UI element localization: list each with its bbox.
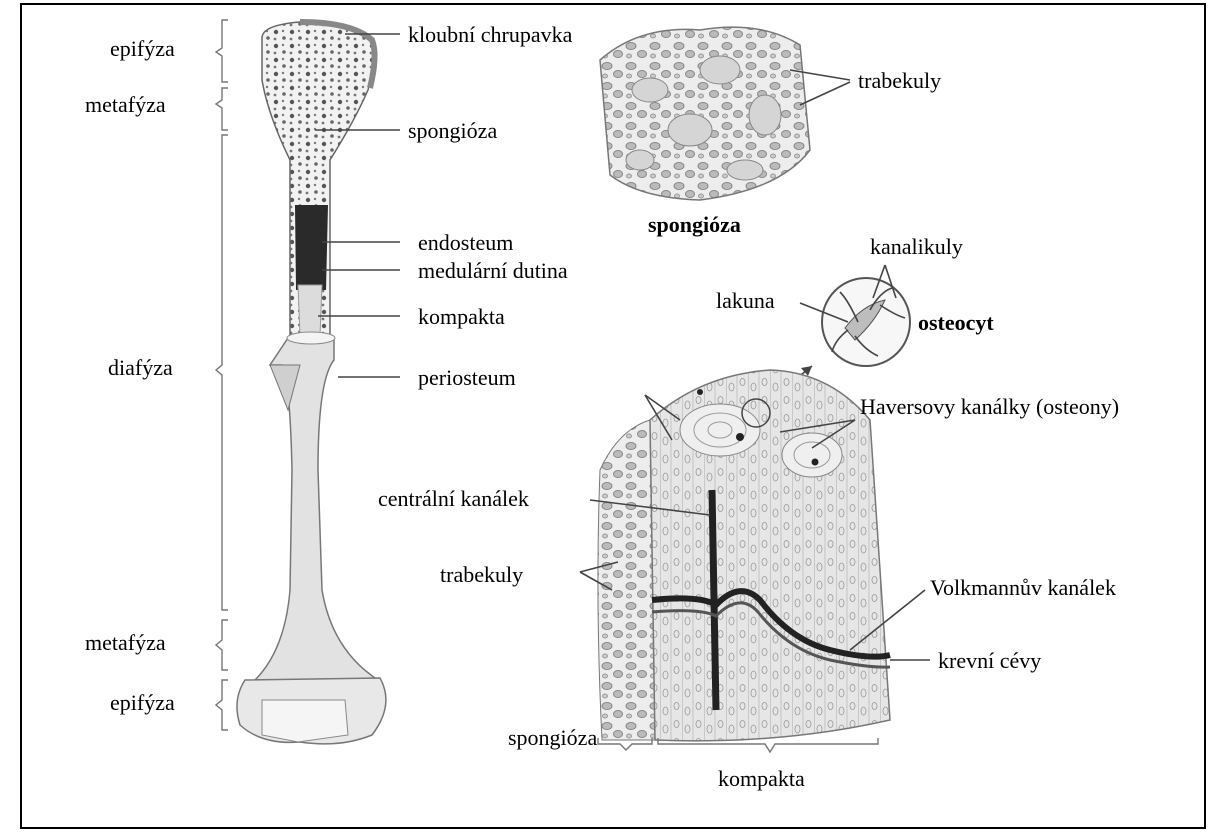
label-medullary-cavity: medulární dutina bbox=[418, 258, 568, 283]
label-lacuna: lakuna bbox=[716, 288, 775, 313]
label-diaphysis: diafýza bbox=[108, 355, 173, 380]
label-trabeculae-section: trabekuly bbox=[440, 562, 523, 587]
label-spongy-section: spongióza bbox=[508, 725, 597, 750]
label-endosteum: endosteum bbox=[418, 230, 513, 255]
label-articular-cartilage: kloubní chrupavka bbox=[408, 22, 573, 47]
label-epiphysis-top: epifýza bbox=[110, 36, 175, 61]
label-spongy-caption: spongióza bbox=[648, 212, 741, 237]
label-volkmann-canal: Volkmannův kanálek bbox=[930, 575, 1116, 600]
label-compact-section: kompakta bbox=[718, 766, 805, 791]
label-periosteum: periosteum bbox=[418, 365, 516, 390]
label-metaphysis-bottom: metafýza bbox=[85, 630, 166, 655]
label-compact-bone: kompakta bbox=[418, 304, 505, 329]
label-central-canal: centrální kanálek bbox=[378, 486, 529, 511]
spongy-bone-inset bbox=[600, 27, 850, 200]
label-canaliculi: kanalikuly bbox=[870, 234, 963, 259]
label-metaphysis-top: metafýza bbox=[85, 92, 166, 117]
label-spongy-bone: spongióza bbox=[408, 118, 497, 143]
region-braces bbox=[216, 20, 228, 730]
label-blood-vessels: krevní cévy bbox=[938, 648, 1041, 673]
label-haversian-canals: Haversovy kanálky (osteony) bbox=[860, 394, 1119, 419]
label-epiphysis-bottom: epifýza bbox=[110, 690, 175, 715]
label-trabeculae-top: trabekuly bbox=[858, 68, 941, 93]
label-osteocyte: osteocyt bbox=[918, 310, 994, 335]
